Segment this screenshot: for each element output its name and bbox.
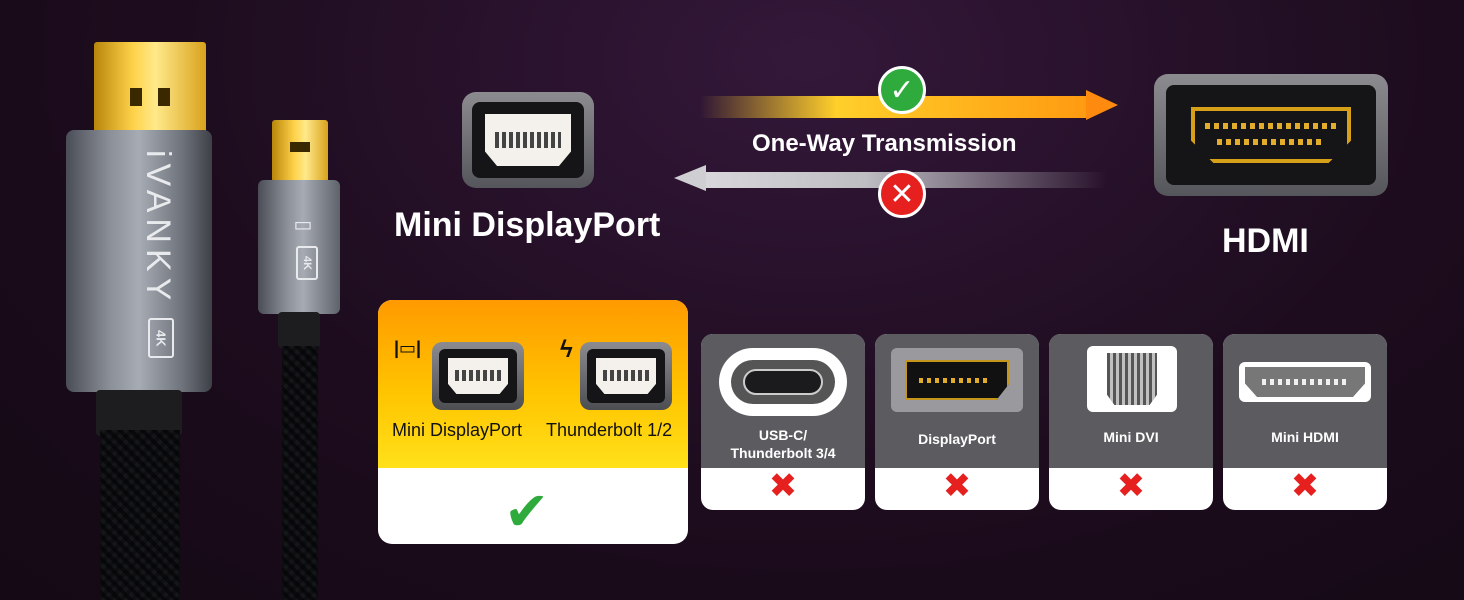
compatible-ports-card: |▭| ϟ Mini DisplayPort Thunderbolt 1/2 ✔: [378, 300, 688, 544]
port-socket: [1166, 85, 1376, 185]
port-label: Thunderbolt 3/4: [730, 445, 836, 461]
transmission-label: One-Way Transmission: [752, 130, 1017, 157]
4k-badge: 4K: [296, 246, 318, 280]
mini-displayport-port-icon: [462, 92, 594, 188]
mini-displayport-plug-boot: [278, 312, 320, 348]
port-socket: [439, 349, 517, 403]
hdmi-port-icon: [1154, 74, 1388, 196]
displayport-plug-tip: [94, 42, 206, 142]
port-socket: [1245, 367, 1365, 397]
mini-displayport-port-icon: [432, 342, 524, 410]
cross-icon: ✖: [942, 467, 972, 505]
cross-icon: ✖: [1290, 467, 1320, 505]
usb-c-port-icon: [719, 348, 847, 416]
source-port-label: Mini DisplayPort: [394, 206, 661, 244]
displayport-port-icon: [891, 348, 1023, 412]
cable-illustration: iVANKY 4K ▭ 4K: [0, 0, 360, 600]
port-shape: [448, 358, 508, 394]
port-shape: [596, 358, 656, 394]
cross-icon: ✖: [1116, 467, 1146, 505]
check-icon: ✔: [504, 482, 550, 542]
port-card-panel: DisplayPort: [875, 334, 1039, 468]
port-shape: [1191, 107, 1351, 163]
mini-hdmi-port-icon: [1239, 362, 1371, 402]
check-circle-icon: ✓: [878, 66, 926, 114]
target-port-label: HDMI: [1222, 222, 1309, 260]
braided-cable: [100, 430, 180, 600]
incompatible-port-card: Mini DVI ✖: [1049, 334, 1213, 510]
mini-displayport-logo-icon: |▭|: [394, 338, 422, 358]
cross-circle-icon: ✕: [878, 170, 926, 218]
compatible-port-label: Thunderbolt 1/2: [546, 420, 673, 440]
mini-dvi-port-icon: [1087, 346, 1177, 412]
mini-displayport-logo-icon: ▭: [291, 212, 313, 236]
forward-arrow-head: [1086, 90, 1118, 120]
port-socket: [587, 349, 665, 403]
thunderbolt-port-icon: [580, 342, 672, 410]
port-card-panel: Mini HDMI: [1223, 334, 1387, 468]
plug-hole: [130, 88, 142, 106]
port-socket: [731, 360, 835, 404]
mini-displayport-plug-tip: [272, 120, 328, 182]
port-shape: [485, 114, 571, 166]
incompatible-port-card: USB-C/ Thunderbolt 3/4 ✖: [701, 334, 865, 510]
port-label: USB-C/: [758, 427, 808, 443]
port-label: DisplayPort: [918, 431, 996, 447]
port-socket: [472, 102, 584, 178]
reverse-arrow-head: [674, 165, 706, 191]
brand-logo: iVANKY: [139, 150, 177, 307]
plug-hole: [158, 88, 170, 106]
compatible-port-label: Mini DisplayPort: [392, 420, 523, 440]
port-socket: [1107, 353, 1157, 405]
incompatible-port-card: Mini HDMI ✖: [1223, 334, 1387, 510]
braided-cable: [282, 346, 318, 600]
port-card-panel: Mini DVI: [1049, 334, 1213, 468]
port-card-panel: USB-C/ Thunderbolt 3/4: [701, 334, 865, 468]
thunderbolt-icon: ϟ: [560, 336, 573, 363]
4k-badge: 4K: [148, 318, 174, 358]
port-socket: [905, 360, 1009, 400]
port-label: Mini DVI: [1103, 429, 1159, 445]
cross-icon: ✖: [768, 467, 798, 505]
port-tongue: [743, 369, 823, 395]
port-label: Mini HDMI: [1271, 429, 1339, 445]
compatible-ports-panel: |▭| ϟ Mini DisplayPort Thunderbolt 1/2: [378, 300, 688, 468]
incompatible-port-card: DisplayPort ✖: [875, 334, 1039, 510]
displayport-plug-housing: [66, 130, 212, 392]
displayport-plug-boot: [96, 390, 182, 436]
